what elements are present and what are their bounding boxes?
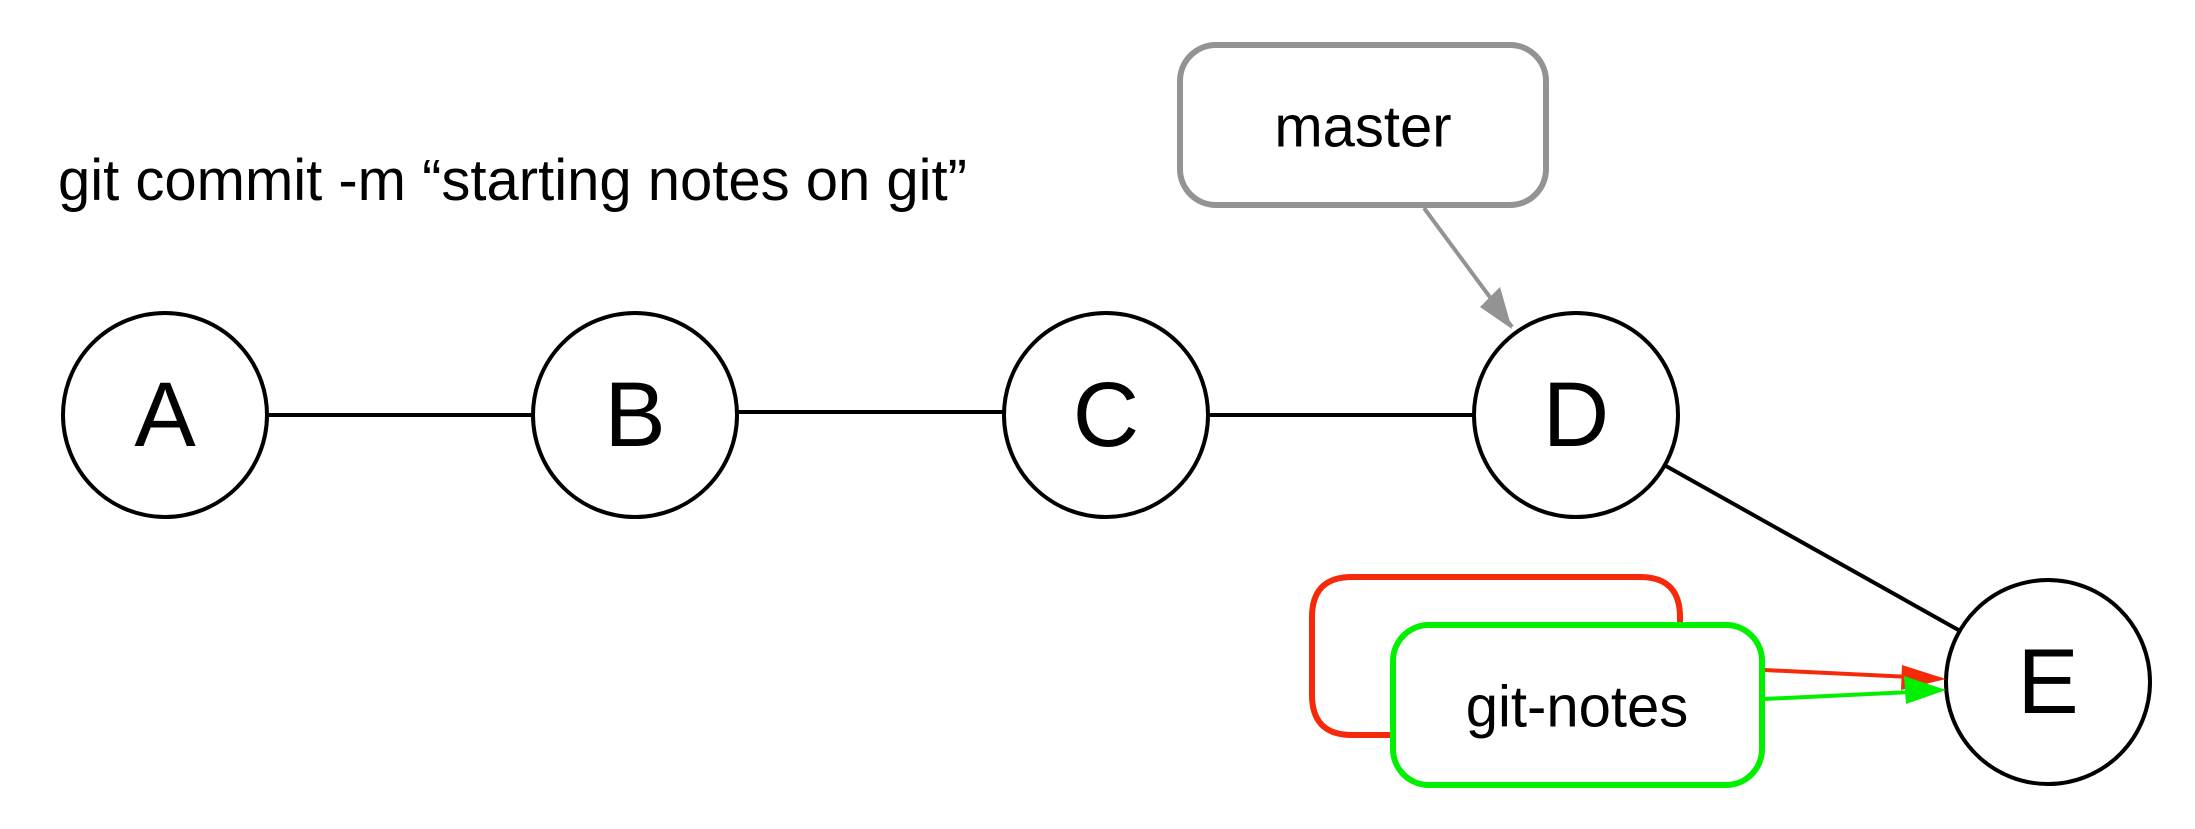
commit-command-caption: git commit -m “starting notes on git” [58, 148, 967, 213]
commit-node-a: A [61, 311, 269, 519]
commit-node-e: E [1944, 578, 2152, 786]
commit-label-e: E [2017, 631, 2078, 733]
branch-git-notes-label: git-notes [1466, 675, 1688, 740]
commit-circle [1002, 311, 1210, 519]
commit-circle [1944, 578, 2152, 786]
branch-git-notes-box [1390, 622, 1765, 788]
branch-master-arrowhead [1480, 287, 1512, 329]
edge-d-e [1665, 464, 1963, 634]
commit-node-d: D [1472, 311, 1680, 519]
commit-label-a: A [134, 364, 196, 466]
commit-circle [531, 311, 739, 519]
branch-git-notes-arrowhead [1904, 676, 1946, 704]
branch-git-notes-arrow [1763, 690, 1911, 701]
branch-master-box [1177, 42, 1549, 208]
commit-circle [61, 311, 269, 519]
commit-node-c: C [1002, 311, 1210, 519]
branch-master: master [1177, 42, 1549, 329]
commit-label-b: B [604, 364, 665, 466]
commit-circle [1472, 311, 1680, 519]
commit-label-d: D [1543, 364, 1609, 466]
commit-node-b: B [531, 311, 739, 519]
branch-git-notes-previous-box [1309, 574, 1683, 738]
commit-label-c: C [1073, 364, 1139, 466]
branch-git-notes: git-notes [1390, 622, 1946, 788]
branch-git-notes-previous-arrow [1763, 668, 1913, 679]
branch-master-label: master [1274, 95, 1451, 160]
